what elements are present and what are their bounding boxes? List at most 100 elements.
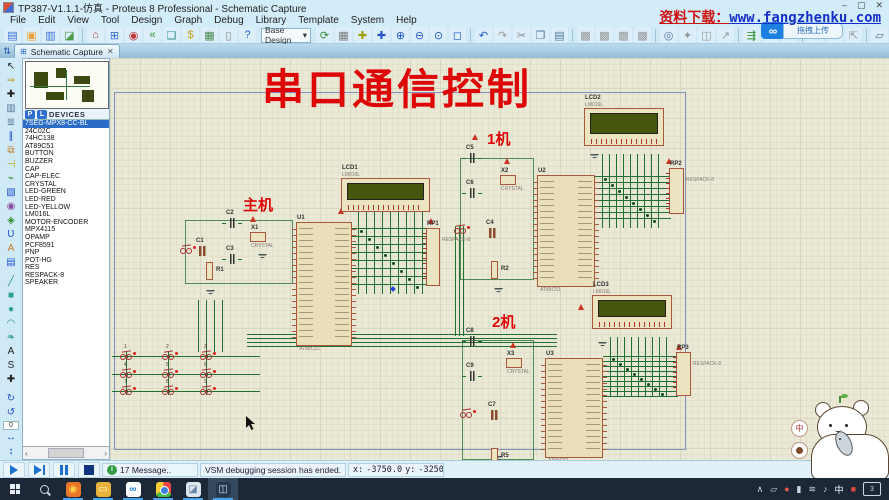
device-item-led-yellow[interactable]: LED-YELLOW xyxy=(25,203,71,211)
junction-dot-mode-icon[interactable]: ✚ xyxy=(6,89,16,100)
reset-button[interactable] xyxy=(460,408,476,418)
device-item-led-red[interactable]: LED-RED xyxy=(25,195,56,203)
pcb-layout-icon[interactable]: ◉ xyxy=(125,27,142,43)
taskbar-app-proteus[interactable]: ◫ xyxy=(208,478,238,500)
zoom-all-icon[interactable]: ⊙ xyxy=(430,27,447,43)
device-item-res[interactable]: RES xyxy=(25,264,40,272)
taskbar-search-button[interactable] xyxy=(30,478,58,500)
tray-volume-icon[interactable]: ♪ xyxy=(823,484,828,494)
2d-arc-icon[interactable]: ◠ xyxy=(6,318,16,329)
keypad-button-7[interactable]: 7 xyxy=(120,379,136,395)
make-device-icon[interactable]: ✦ xyxy=(679,27,696,43)
subcircuit-mode-icon[interactable]: ⧉ xyxy=(7,145,15,156)
scroll-thumb[interactable] xyxy=(48,448,84,458)
notification-center-button[interactable]: 3 xyxy=(863,482,881,496)
device-item-cap-elec[interactable]: CAP-ELEC xyxy=(25,173,61,181)
paste-icon[interactable]: ▤ xyxy=(551,27,568,43)
tab-schematic-capture[interactable]: ⊞ Schematic Capture ✕ xyxy=(14,44,120,58)
device-item-respack-8[interactable]: RESPACK-8 xyxy=(25,271,65,279)
menu-edit[interactable]: Edit xyxy=(38,15,56,26)
design-selector[interactable]: Base Design ▾ xyxy=(261,25,311,45)
taskbar-app-fangzhenku-client[interactable]: ∞ xyxy=(118,478,148,500)
keypad-button-4[interactable]: 4 xyxy=(120,362,136,378)
taskbar-app-browser-app[interactable]: ◉ xyxy=(58,478,88,500)
toggle-grid-icon[interactable]: ▦ xyxy=(335,27,352,43)
menu-tool[interactable]: Tool xyxy=(100,15,120,26)
menu-view[interactable]: View xyxy=(67,15,89,26)
packaging-tool-icon[interactable]: ◫ xyxy=(698,27,715,43)
promo-url[interactable]: www.fangzhenku.com xyxy=(729,10,881,26)
tape-recorder-mode-icon[interactable]: ◉ xyxy=(6,201,16,212)
home-page-icon[interactable]: ⌂ xyxy=(87,27,104,43)
menu-library[interactable]: Library xyxy=(255,15,287,26)
menu-design[interactable]: Design xyxy=(131,15,163,26)
2d-box-icon[interactable]: ■ xyxy=(7,290,15,301)
close-button[interactable]: ✕ xyxy=(875,0,883,10)
zoom-to-sheet-icon[interactable]: ⇱ xyxy=(845,27,862,43)
2d-symbol-icon[interactable]: S xyxy=(7,360,15,371)
save-project-icon[interactable]: ▥ xyxy=(42,27,59,43)
capacitor-c2[interactable]: C2 xyxy=(222,210,242,228)
messages-cell[interactable]: i 17 Message.. xyxy=(102,462,198,477)
menu-debug[interactable]: Debug xyxy=(214,15,244,26)
mirror-horizontal-icon[interactable]: ↔ xyxy=(6,432,16,443)
device-pins-mode-icon[interactable]: ⌁ xyxy=(7,173,15,184)
block-rotate-icon[interactable]: ▩ xyxy=(615,27,632,43)
devices-hscrollbar[interactable]: ‹ › xyxy=(23,446,109,459)
keypad-button-5[interactable]: 5 xyxy=(162,362,178,378)
scroll-right-icon[interactable]: › xyxy=(104,448,107,458)
device-item-speaker[interactable]: SPEAKER xyxy=(25,279,59,287)
design-explorer-icon[interactable]: ❏ xyxy=(163,27,180,43)
previous-view-icon[interactable]: « xyxy=(144,27,161,43)
menu-graph[interactable]: Graph xyxy=(174,15,203,26)
tray-security-icon[interactable]: ● xyxy=(784,484,790,494)
new-sheet-doc-icon[interactable]: ▯ xyxy=(220,27,237,43)
library-button[interactable]: L xyxy=(37,109,47,119)
keypad-button-6[interactable]: 6 xyxy=(200,362,216,378)
zoom-in-icon[interactable]: ⊕ xyxy=(392,27,409,43)
keypad-button-1[interactable]: 1 xyxy=(120,344,136,360)
tray-ime-icon[interactable]: 中 xyxy=(834,484,844,495)
overview-thumbnail[interactable] xyxy=(25,61,109,109)
schematic-capture-icon[interactable]: ⊞ xyxy=(106,27,123,43)
zoom-area-icon[interactable]: ◻ xyxy=(449,27,466,43)
menu-file[interactable]: File xyxy=(10,15,27,26)
current-probe-mode-icon[interactable]: A xyxy=(7,243,15,254)
scroll-left-icon[interactable]: ‹ xyxy=(25,448,28,458)
rotate-ccw-icon[interactable]: ↺ xyxy=(6,407,16,418)
generator-mode-icon[interactable]: ◈ xyxy=(7,215,15,226)
tray-sogou-icon[interactable]: ■ xyxy=(850,484,856,494)
device-item-lm016l[interactable]: LM016L xyxy=(25,211,51,219)
device-item-opamp[interactable]: OPAMP xyxy=(25,233,50,241)
keypad-button-9[interactable]: 9 xyxy=(200,379,216,395)
device-item-pot-hg[interactable]: POT-HG xyxy=(25,256,52,264)
capacitor-c6[interactable]: C6 xyxy=(462,180,482,198)
resistor-r2[interactable]: R2 xyxy=(491,261,509,279)
text-script-mode-icon[interactable]: ≣ xyxy=(6,117,16,128)
2d-circle-icon[interactable]: ● xyxy=(7,304,15,315)
device-item-pnp[interactable]: PNP xyxy=(25,249,40,257)
graph-mode-icon[interactable]: ▧ xyxy=(6,187,16,198)
redraw-icon[interactable]: ⟳ xyxy=(316,27,333,43)
tray-pen-icon[interactable]: ▱ xyxy=(770,483,778,494)
menu-template[interactable]: Template xyxy=(298,15,339,26)
block-move-icon[interactable]: ▩ xyxy=(596,27,613,43)
minimize-button[interactable]: – xyxy=(841,0,847,10)
pan-icon[interactable]: ✚ xyxy=(373,27,390,43)
buses-mode-icon[interactable]: ∥ xyxy=(8,131,14,142)
tray-battery-icon[interactable]: ▮ xyxy=(796,483,802,494)
capacitor-c8[interactable]: C8 xyxy=(462,328,482,346)
voltage-probe-mode-icon[interactable]: Ʋ xyxy=(7,229,15,240)
tab-close-icon[interactable]: ✕ xyxy=(107,47,114,56)
2d-path-icon[interactable]: ❧ xyxy=(6,332,16,343)
redo-icon[interactable]: ↷ xyxy=(494,27,511,43)
device-item-24c02c[interactable]: 24C02C xyxy=(25,127,51,135)
cut-icon[interactable]: ✂ xyxy=(513,27,530,43)
device-item-pcf8591[interactable]: PCF8591 xyxy=(25,241,55,249)
